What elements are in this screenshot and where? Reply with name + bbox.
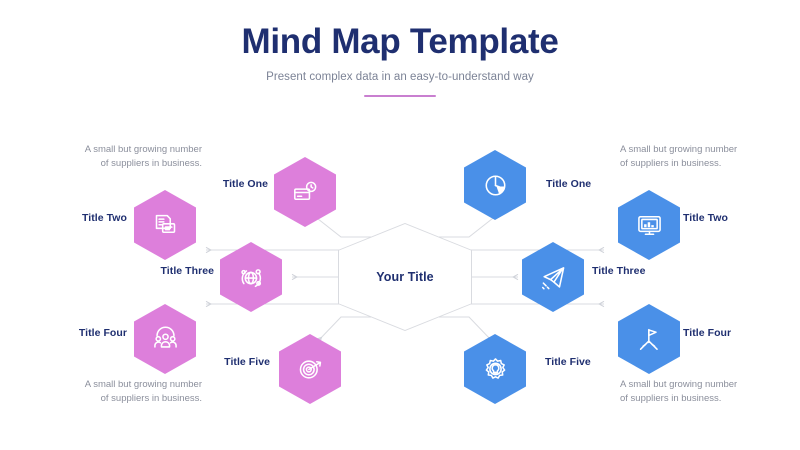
description-bottom-right: A small but growing number of suppliers … [620, 378, 774, 406]
flag-mountain-icon [636, 326, 663, 353]
center-node[interactable]: Your Title [338, 223, 472, 331]
monitor-chart-icon [636, 212, 663, 239]
node-left-three-label: Title Three [160, 265, 214, 277]
node-right-three[interactable] [522, 242, 584, 312]
node-right-five-label: Title Five [545, 356, 591, 368]
node-left-five-label: Title Five [224, 356, 270, 368]
description-bottom-left-line2: of suppliers in business. [100, 392, 202, 404]
description-bottom-left: A small but growing number of suppliers … [48, 378, 202, 406]
node-right-one[interactable] [464, 150, 526, 220]
card-clock-icon [292, 179, 319, 206]
node-left-three[interactable] [220, 242, 282, 312]
page-title: Mind Map Template [241, 22, 559, 61]
users-group-icon [152, 326, 179, 353]
globe-network-icon [238, 264, 265, 291]
page-subtitle: Present complex data in an easy-to-under… [266, 70, 534, 83]
node-left-one-label: Title One [222, 178, 268, 190]
description-top-left: A small but growing number of suppliers … [48, 143, 202, 171]
node-right-four[interactable] [618, 304, 680, 374]
document-report-icon [152, 212, 179, 239]
node-left-five[interactable] [279, 334, 341, 404]
paper-plane-icon [540, 264, 567, 291]
description-top-right-line2: of suppliers in business. [620, 157, 722, 169]
description-bottom-right-line1: A small but growing number [620, 379, 738, 390]
center-node-label: Your Title [376, 270, 434, 284]
node-right-four-label: Title Four [683, 327, 732, 339]
description-top-right: A small but growing number of suppliers … [620, 143, 774, 171]
node-right-one-label: Title One [546, 178, 592, 190]
pie-chart-icon [482, 172, 509, 199]
node-left-two-label: Title Two [82, 212, 127, 224]
node-left-four[interactable] [134, 304, 196, 374]
target-arrow-icon [297, 356, 324, 383]
title-divider [364, 94, 436, 98]
node-left-two[interactable] [134, 190, 196, 260]
node-right-five[interactable] [464, 334, 526, 404]
description-top-right-line1: A small but growing number [620, 144, 738, 155]
description-top-left-line1: A small but growing number [84, 144, 202, 155]
description-bottom-right-line2: of suppliers in business. [620, 392, 722, 404]
description-bottom-left-line1: A small but growing number [84, 379, 202, 390]
description-top-left-line2: of suppliers in business. [100, 157, 202, 169]
slide-header: Mind Map Template Present complex data i… [0, 22, 800, 98]
node-right-two-label: Title Two [683, 212, 728, 224]
node-right-two[interactable] [618, 190, 680, 260]
node-right-three-label: Title Three [592, 265, 646, 277]
gear-bulb-icon [482, 356, 509, 383]
node-left-four-label: Title Four [78, 327, 127, 339]
node-left-one[interactable] [274, 157, 336, 227]
